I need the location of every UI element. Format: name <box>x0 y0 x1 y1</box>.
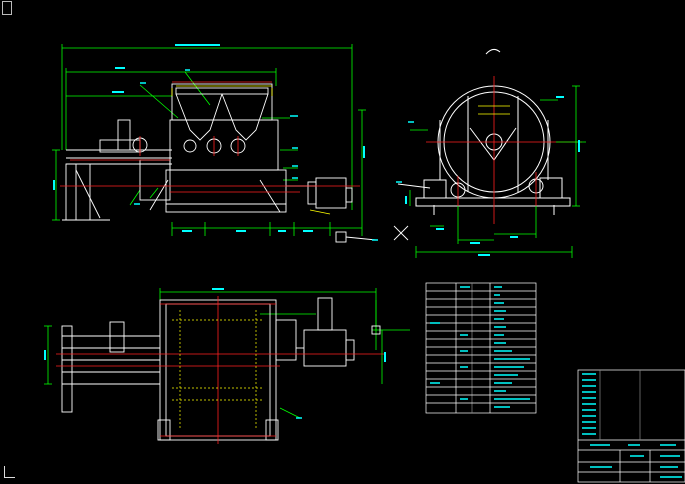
plan-centerlines <box>56 296 384 444</box>
plan-dimension-text-blobs <box>44 288 386 362</box>
side-dimensions <box>409 85 586 258</box>
side-dimension-text-blobs <box>405 96 580 256</box>
front-dimension-text-blobs <box>53 44 365 232</box>
front-centerlines <box>60 81 360 193</box>
plan-dimensions <box>44 288 410 419</box>
front-hidden-lines <box>171 85 331 215</box>
spec-table <box>425 282 537 414</box>
title-block <box>577 369 685 483</box>
front-structure <box>62 83 409 243</box>
side-elevation-view <box>397 48 586 258</box>
front-elevation-view <box>52 44 409 243</box>
leader-labels <box>134 69 414 419</box>
plan-view <box>44 288 410 444</box>
plan-hidden-lines <box>172 310 264 430</box>
side-hidden-lines <box>478 105 510 115</box>
ucs-axis-icon <box>1 466 15 480</box>
layout-tab-label[interactable] <box>2 1 12 15</box>
